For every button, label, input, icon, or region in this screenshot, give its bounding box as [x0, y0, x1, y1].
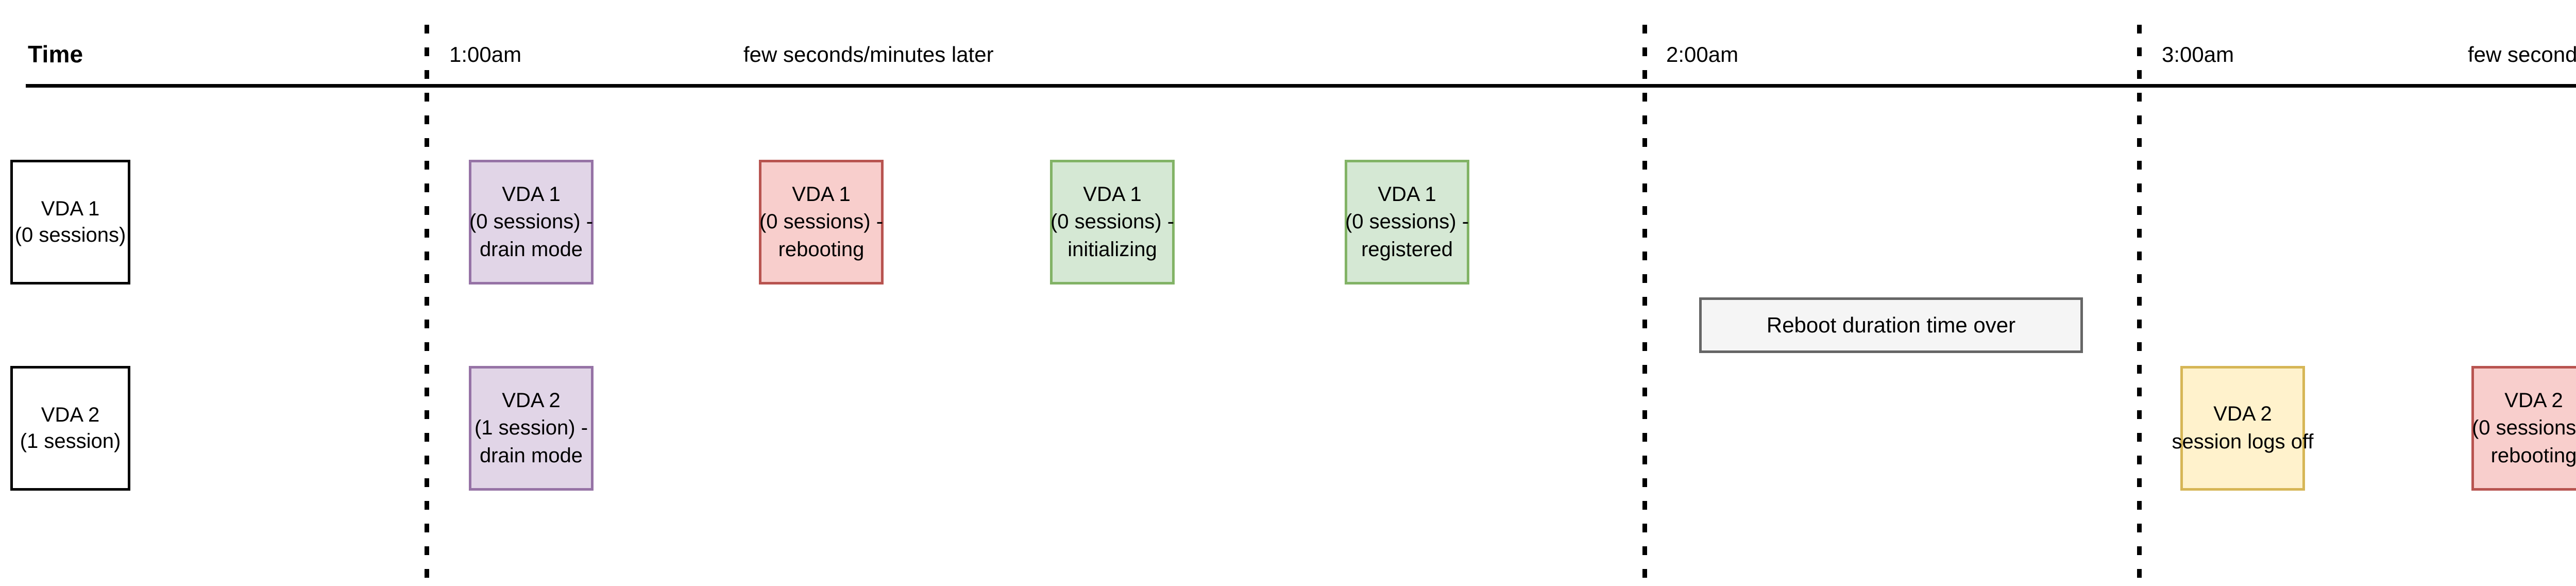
- event-line-2: (0 sessions) -: [759, 210, 884, 233]
- event-vda2-session-logs-off: VDA 2 session logs off: [2172, 366, 2314, 491]
- note-text: Reboot duration time over: [1766, 313, 2016, 337]
- vda-1-label-name: VDA 1: [41, 197, 100, 220]
- event-line-2: (0 sessions) -: [1050, 210, 1175, 233]
- event-line-1: VDA 2: [2504, 389, 2563, 412]
- event-line-2: session logs off: [2172, 430, 2314, 453]
- vda-2-label-box: VDA 2 (1 session): [10, 366, 130, 491]
- event-vda1-registered: VDA 1 (0 sessions) - registered: [1345, 160, 1469, 284]
- event-line-2: (0 sessions) -: [1345, 210, 1469, 233]
- time-divider-2: [1642, 25, 1647, 586]
- event-vda1-initializing: VDA 1 (0 sessions) - initializing: [1050, 160, 1175, 284]
- event-vda1-drain-mode: VDA 1 (0 sessions) - drain mode: [469, 160, 594, 284]
- event-line-1: VDA 1: [502, 182, 561, 206]
- event-line-1: VDA 2: [2213, 403, 2272, 426]
- event-line-3: drain mode: [479, 238, 583, 261]
- axis-tick-later-1: few seconds/minutes later: [743, 42, 994, 66]
- event-line-3: initializing: [1067, 238, 1157, 261]
- event-line-2: (0 sessions) -: [2471, 416, 2576, 440]
- event-line-3: drain mode: [479, 444, 583, 467]
- event-line-3: rebooting: [778, 238, 865, 261]
- axis-tick-3-00am: 3:00am: [2162, 42, 2234, 66]
- event-line-1: VDA 1: [1378, 182, 1436, 206]
- event-line-1: VDA 1: [792, 182, 851, 206]
- axis-title: Time: [28, 41, 83, 68]
- event-line-1: VDA 1: [1083, 182, 1142, 206]
- event-vda1-rebooting: VDA 1 (0 sessions) - rebooting: [759, 160, 884, 284]
- axis-tick-2-00am: 2:00am: [1666, 42, 1739, 66]
- event-line-2: (1 session) -: [474, 416, 588, 440]
- vda-1-label-sessions: (0 sessions): [14, 224, 126, 246]
- event-vda2-rebooting: VDA 2 (0 sessions) - rebooting: [2471, 366, 2576, 491]
- event-vda2-drain-mode: VDA 2 (1 session) - drain mode: [469, 366, 594, 491]
- vda-1-label-box: VDA 1 (0 sessions): [10, 160, 130, 284]
- vda-2-label-sessions: (1 session): [20, 430, 121, 453]
- event-line-1: VDA 2: [502, 389, 561, 412]
- time-divider-3: [2137, 25, 2142, 586]
- time-divider-1: [425, 25, 429, 586]
- axis-tick-later-2: few seconds/minutes later: [2468, 42, 2576, 66]
- event-line-3: registered: [1361, 238, 1453, 261]
- timeline-axis-line: [26, 84, 2576, 88]
- event-line-3: rebooting: [2490, 444, 2576, 467]
- event-line-2: (0 sessions) -: [469, 210, 594, 233]
- axis-tick-1-00am: 1:00am: [449, 42, 522, 66]
- note-reboot-duration-time-over: Reboot duration time over: [1699, 297, 2083, 353]
- vda-2-label-name: VDA 2: [41, 403, 100, 426]
